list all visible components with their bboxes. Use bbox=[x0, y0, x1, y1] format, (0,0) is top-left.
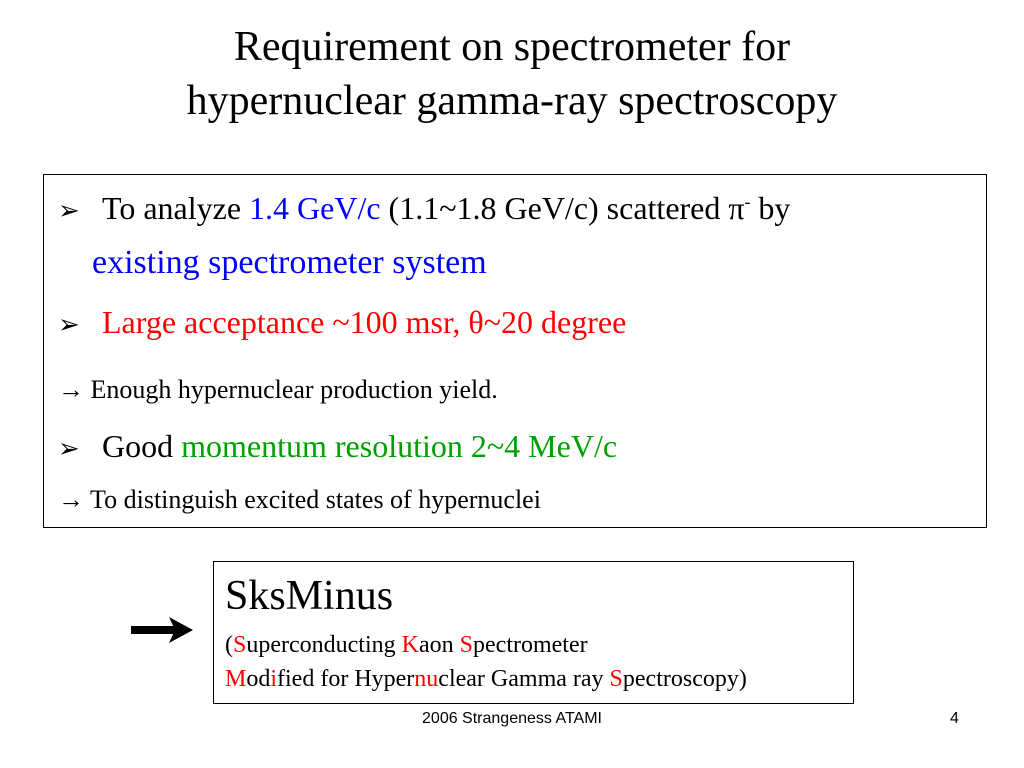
acronym-segment: nu bbox=[414, 666, 439, 692]
sksminus-title: SksMinus bbox=[225, 573, 394, 619]
sksminus-box bbox=[213, 561, 854, 704]
bullet-resolution: ➢ Good momentum resolution 2~4 MeV/c bbox=[58, 428, 617, 465]
sksminus-acronym-line-2: Modified for Hypernuclear Gamma ray Spec… bbox=[225, 666, 747, 693]
slide-title: Requirement on spectrometer for hypernuc… bbox=[0, 20, 1024, 128]
bullet-resolution-text-1: Good bbox=[102, 428, 182, 464]
note-distinguish-text: To distinguish excited states of hypernu… bbox=[84, 485, 541, 514]
bullet-acceptance: ➢ Large acceptance ~100 msr, θ~20 degree bbox=[58, 304, 626, 341]
bullet-analyze-text-2: (1.1~1.8 GeV/c) scattered bbox=[380, 190, 729, 226]
bullet-acceptance-text: Large acceptance ~100 msr, θ~20 degree bbox=[102, 304, 627, 340]
acronym-segment: S bbox=[609, 666, 623, 692]
arrowhead-bullet-icon: ➢ bbox=[58, 434, 80, 463]
acronym-segment: S bbox=[459, 632, 474, 658]
bullet-analyze-line-2: existing spectrometer system bbox=[92, 244, 487, 281]
acronym-segment: clear Gamma ray bbox=[438, 666, 610, 692]
acronym-segment: i bbox=[270, 666, 278, 692]
right-arrow-icon: → bbox=[58, 375, 84, 404]
bullet-resolution-text-2: momentum resolution 2~4 MeV/c bbox=[181, 428, 618, 464]
note-yield-text: Enough hypernuclear production yield. bbox=[84, 375, 498, 404]
slide-title-line-1: Requirement on spectrometer for bbox=[233, 24, 791, 70]
acronym-segment: aon bbox=[419, 632, 460, 658]
thick-right-arrow-icon bbox=[131, 617, 193, 643]
arrowhead-bullet-icon: ➢ bbox=[58, 196, 80, 225]
acronym-segment: S bbox=[233, 632, 247, 658]
note-yield: → Enough hypernuclear production yield. bbox=[58, 375, 498, 405]
right-arrow-icon: → bbox=[58, 485, 84, 514]
pi-minus-superscript: - bbox=[744, 191, 751, 212]
slide-title-line-2: hypernuclear gamma-ray spectroscopy bbox=[186, 78, 838, 124]
page-number: 4 bbox=[950, 710, 959, 727]
acronym-segment: pectrometer bbox=[473, 632, 588, 658]
note-distinguish: → To distinguish excited states of hyper… bbox=[58, 485, 541, 515]
requirements-box bbox=[43, 174, 987, 528]
acronym-segment: K bbox=[401, 632, 419, 658]
bullet-analyze: ➢ To analyze 1.4 GeV/c (1.1~1.8 GeV/c) sc… bbox=[58, 190, 790, 227]
acronym-segment: uperconducting bbox=[246, 632, 402, 658]
arrowhead-bullet-icon: ➢ bbox=[58, 310, 80, 339]
acronym-segment: fied for Hyper bbox=[277, 666, 415, 692]
pi-symbol: π bbox=[728, 190, 745, 226]
bullet-analyze-text-1: To analyze bbox=[102, 190, 250, 226]
acronym-segment: M bbox=[225, 666, 247, 692]
acronym-segment: pectroscopy) bbox=[622, 666, 747, 692]
acronym-segment: ( bbox=[225, 632, 233, 658]
footer-event: 2006 Strangeness ATAMI bbox=[422, 710, 602, 727]
bullet-analyze-text-3: by bbox=[750, 190, 791, 226]
bullet-analyze-momentum: 1.4 GeV/c bbox=[249, 190, 381, 226]
sksminus-acronym-line-1: (Superconducting Kaon Spectrometer bbox=[225, 632, 588, 659]
acronym-segment: od bbox=[246, 666, 271, 692]
